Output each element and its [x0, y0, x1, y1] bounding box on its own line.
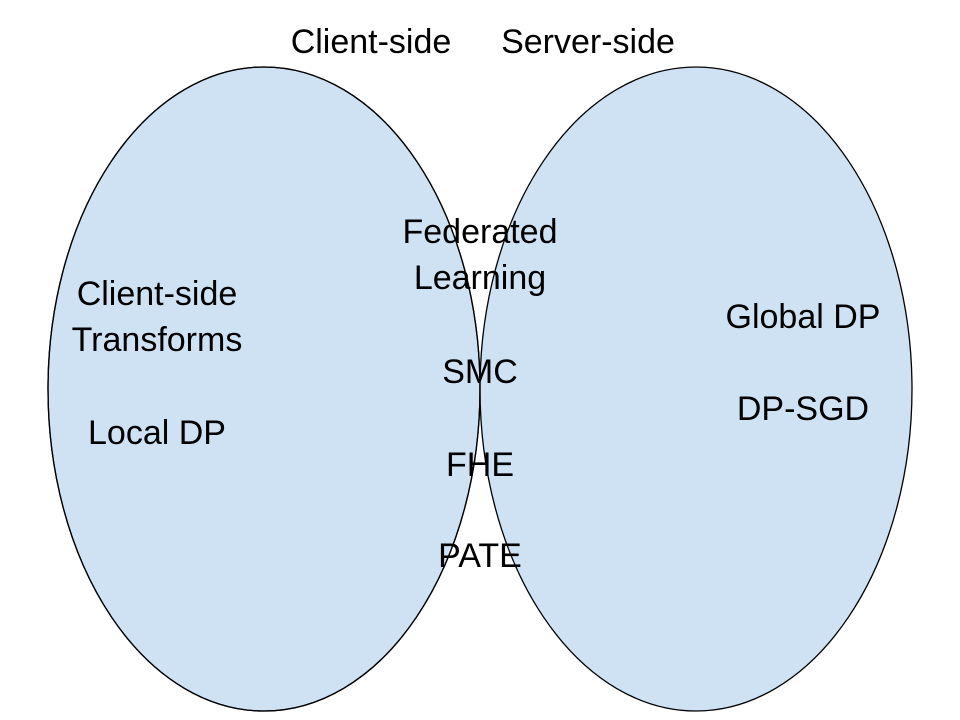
smc-label: SMC	[442, 353, 518, 391]
global-dp-label: Global DP	[725, 298, 881, 336]
server-side-title: Server-side	[501, 23, 675, 61]
client-side-circle-outline	[47, 66, 481, 712]
fhe-label: FHE	[446, 446, 514, 484]
pate-label: PATE	[438, 537, 522, 575]
client-side-title: Client-side	[290, 23, 452, 61]
dp-sgd-label: DP-SGD	[736, 390, 870, 428]
local-dp-label: Local DP	[88, 414, 226, 452]
